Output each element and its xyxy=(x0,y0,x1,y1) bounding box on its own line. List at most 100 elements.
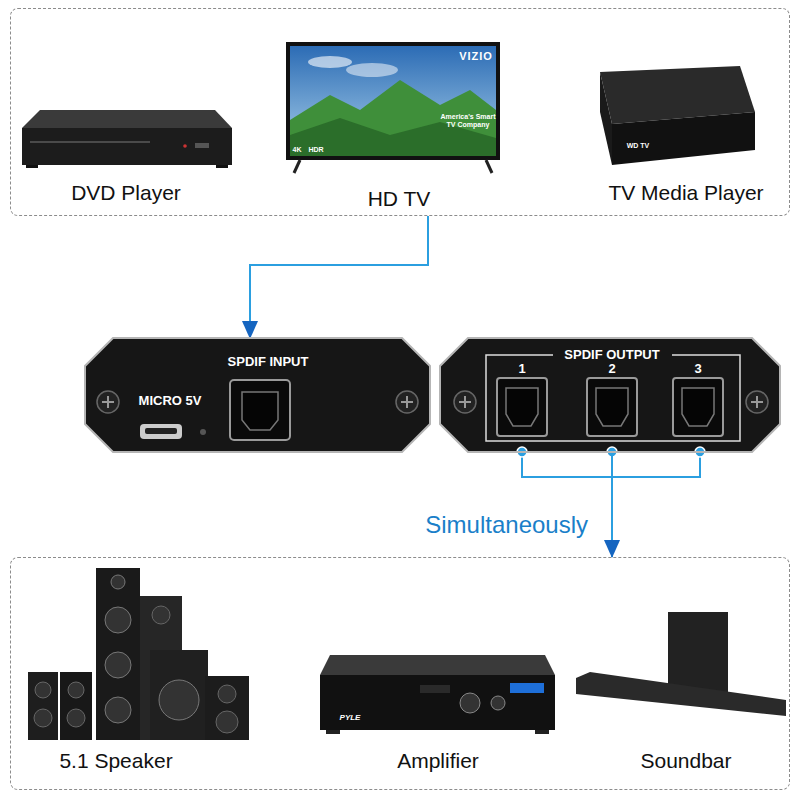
speaker-set-figure-part xyxy=(105,607,131,633)
amplifier-figure-part xyxy=(420,685,450,693)
brand-logo: VIZIO xyxy=(459,50,493,62)
spdif-input-hardware-part xyxy=(145,428,177,434)
speaker-set-figure-part xyxy=(159,680,199,720)
spdif-output-hardware-part xyxy=(673,378,723,436)
badge-text: HDR xyxy=(308,146,323,154)
soundbar-figure-part xyxy=(668,612,728,697)
spdif-output-hardware-part xyxy=(506,388,538,426)
soundbar-figure-part xyxy=(576,672,786,716)
output-devices-group: 5.1 Speaker Amplifier Soundbar xyxy=(10,557,790,790)
device-label: HD TV xyxy=(368,187,431,211)
device-label: 5.1 Speaker xyxy=(59,749,172,773)
spdif-input-hardware xyxy=(85,338,430,452)
device-label: Amplifier xyxy=(397,749,479,773)
badge-text: 4K xyxy=(293,146,302,154)
device-label: Soundbar xyxy=(640,749,731,773)
speaker-set-figure-part xyxy=(35,682,51,698)
speaker-set-figure-part xyxy=(150,650,208,740)
port-number: 3 xyxy=(694,362,701,377)
speaker-set-figure-part xyxy=(111,575,125,589)
speaker-set-figure-part xyxy=(67,709,85,727)
spdif-output-hardware-part xyxy=(497,378,547,436)
brand-logo: WD TV xyxy=(627,142,650,150)
brand-slogan: America's Smart TV Company xyxy=(439,113,497,128)
spdif-input-hardware-part xyxy=(230,380,290,440)
amplifier-figure-part xyxy=(535,730,549,734)
speaker-set-figure-part xyxy=(152,606,170,624)
spdif-output-hardware-part xyxy=(454,391,476,413)
tv-figure xyxy=(286,42,500,173)
dvd-player-figure xyxy=(22,110,232,168)
spdif-input-hardware-part xyxy=(406,396,408,408)
amplifier-figure xyxy=(320,655,555,734)
tv-figure-part xyxy=(290,46,496,156)
soundbar-figure xyxy=(576,612,786,716)
media-player-figure-part xyxy=(612,112,755,165)
speaker-set-figure-part xyxy=(218,685,236,703)
speaker-set-figure-part xyxy=(216,711,238,733)
dvd-player-figure-part xyxy=(22,110,232,128)
port-number: 2 xyxy=(608,362,615,377)
spdif-output-hardware-part xyxy=(596,388,628,426)
dvd-player-figure-part xyxy=(183,144,187,148)
spdif-output-hardware xyxy=(440,338,780,452)
amplifier-figure-part xyxy=(491,696,505,710)
speaker-set-figure-part xyxy=(68,682,84,698)
amplifier-figure-part xyxy=(320,675,555,730)
tv-figure-part xyxy=(294,160,300,173)
dvd-player-figure-part xyxy=(30,141,150,143)
signal-arrow xyxy=(611,452,613,557)
spdif-input-hardware-part xyxy=(396,391,418,413)
amplifier-figure-part xyxy=(326,730,340,734)
spdif-output-hardware-part xyxy=(746,391,768,413)
amplifier-figure-part xyxy=(320,655,555,675)
speaker-set-figure-part xyxy=(105,697,131,723)
speaker-set-figure-part xyxy=(28,672,58,740)
speaker-set-figure-part xyxy=(34,709,52,727)
spdif-input-hardware-part xyxy=(97,391,119,413)
edge-label: Simultaneously xyxy=(423,511,590,539)
spdif-output-hardware-part xyxy=(587,378,637,436)
device-label: DVD Player xyxy=(71,181,181,205)
speaker-set-figure-part xyxy=(105,652,131,678)
spdif-output-hardware-part xyxy=(756,396,758,408)
panel-outline-shape xyxy=(85,338,430,452)
amplifier-figure-part xyxy=(460,693,480,713)
dvd-player-figure-part xyxy=(195,143,209,148)
speaker-set-figure-part xyxy=(60,672,92,740)
spdif-output-hardware-part xyxy=(486,355,740,441)
port-title: SPDIF INPUT xyxy=(228,355,309,370)
speaker-set-figure xyxy=(28,568,249,740)
brand-logo: PYLE xyxy=(340,714,361,723)
spdif-input-hardware-part xyxy=(107,396,109,408)
tv-figure-part xyxy=(346,63,398,77)
spdif-output-panel: SPDIF OUTPUT 1 2 3 xyxy=(440,338,780,452)
signal-arrow xyxy=(250,216,428,338)
media-player-figure xyxy=(600,66,755,165)
dvd-player-figure-part xyxy=(26,165,38,168)
tv-figure-part xyxy=(290,80,496,156)
amplifier-figure-part xyxy=(510,683,544,693)
spdif-input-hardware-part xyxy=(85,338,430,452)
dvd-player-figure-part xyxy=(216,165,228,168)
port-label: MICRO 5V xyxy=(139,394,202,409)
spdif-output-hardware-part xyxy=(464,396,466,408)
media-player-figure-part xyxy=(600,72,612,165)
tv-figure-part xyxy=(286,42,500,160)
spdif-output-hardware-part xyxy=(440,338,780,452)
source-devices-group: DVD Player HD TV TV Media Player xyxy=(10,8,790,216)
dvd-player-figure-part xyxy=(22,128,232,165)
port-number: 1 xyxy=(518,362,525,377)
tv-figure-part xyxy=(308,56,352,68)
port-title: SPDIF OUTPUT xyxy=(564,348,659,363)
spdif-output-hardware-part xyxy=(682,388,714,426)
spdif-input-hardware-part xyxy=(140,424,182,439)
tv-figure-part xyxy=(486,160,492,173)
device-label: TV Media Player xyxy=(608,181,763,205)
spdif-input-hardware-part xyxy=(200,429,206,435)
spdif-input-panel: SPDIF INPUT MICRO 5V xyxy=(85,338,430,452)
